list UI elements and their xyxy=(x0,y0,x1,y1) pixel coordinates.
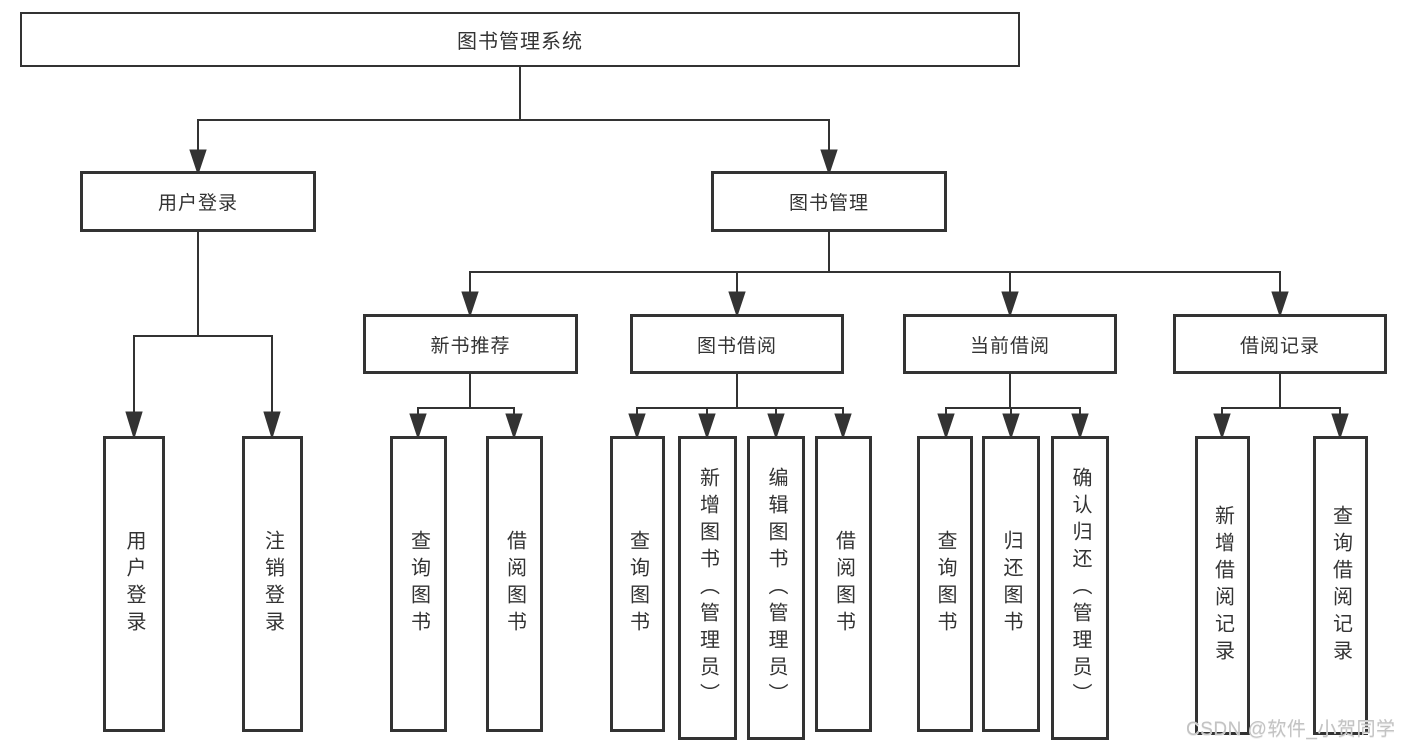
node-label: 编辑图书（管理员） xyxy=(765,466,787,710)
leaf-edit-books-admin: 编辑图书（管理员） xyxy=(747,436,805,740)
node-label: 当前借阅 xyxy=(969,335,1050,357)
connector-new-book-children xyxy=(409,373,523,440)
node-library-system: 图书管理系统 xyxy=(20,12,1020,67)
node-new-book-recommend: 新书推荐 xyxy=(363,314,578,374)
node-label: 查询图书 xyxy=(934,530,956,638)
node-label: 查询借阅记录 xyxy=(1329,504,1352,667)
node-label: 借阅图书 xyxy=(503,530,526,638)
connector-user-login-children xyxy=(125,231,281,440)
node-label: 图书管理 xyxy=(788,193,869,214)
node-label: 新增借阅记录 xyxy=(1211,504,1234,667)
leaf-return-books: 归还图书 xyxy=(982,436,1040,732)
leaf-borrow-books-2: 借阅图书 xyxy=(815,436,872,732)
leaf-add-books-admin: 新增图书（管理员） xyxy=(678,436,737,740)
node-book-management: 图书管理 xyxy=(711,171,947,232)
leaf-query-borrow-record: 查询借阅记录 xyxy=(1313,436,1368,735)
node-label: 查询图书 xyxy=(407,530,430,638)
connector-current-borrow-children xyxy=(937,373,1089,440)
node-label: 新增图书（管理员） xyxy=(696,466,719,710)
connector-book-borrow-children xyxy=(628,373,852,440)
node-label: 图书管理系统 xyxy=(457,31,583,53)
node-label: 注销登录 xyxy=(261,530,284,638)
node-user-login: 用户登录 xyxy=(80,171,316,232)
leaf-confirm-return-admin: 确认归还（管理员） xyxy=(1051,436,1109,740)
leaf-query-books-2: 查询图书 xyxy=(610,436,665,732)
leaf-query-books-1: 查询图书 xyxy=(390,436,447,732)
leaf-logout: 注销登录 xyxy=(242,436,303,732)
node-label: 用户登录 xyxy=(123,530,145,638)
watermark-text: CSDN @软件_小贺同学 xyxy=(1186,719,1396,740)
node-label: 归还图书 xyxy=(1000,530,1022,638)
connector-book-management-children xyxy=(461,231,1289,318)
node-book-borrow: 图书借阅 xyxy=(630,314,844,374)
node-label: 图书借阅 xyxy=(696,335,777,357)
leaf-borrow-books-1: 借阅图书 xyxy=(486,436,543,732)
leaf-query-books-3: 查询图书 xyxy=(917,436,973,732)
node-label: 借阅图书 xyxy=(832,530,855,638)
connector-borrow-records-children xyxy=(1213,373,1349,440)
node-current-borrow: 当前借阅 xyxy=(903,314,1117,374)
node-label: 确认归还（管理员） xyxy=(1069,466,1091,710)
connector-root-to-level2 xyxy=(189,67,838,176)
node-label: 查询图书 xyxy=(626,530,649,638)
node-label: 新书推荐 xyxy=(430,335,511,357)
leaf-user-login: 用户登录 xyxy=(103,436,165,732)
node-label: 借阅记录 xyxy=(1239,335,1320,357)
node-label: 用户登录 xyxy=(157,193,238,214)
leaf-add-borrow-record: 新增借阅记录 xyxy=(1195,436,1250,735)
node-borrow-records: 借阅记录 xyxy=(1173,314,1387,374)
